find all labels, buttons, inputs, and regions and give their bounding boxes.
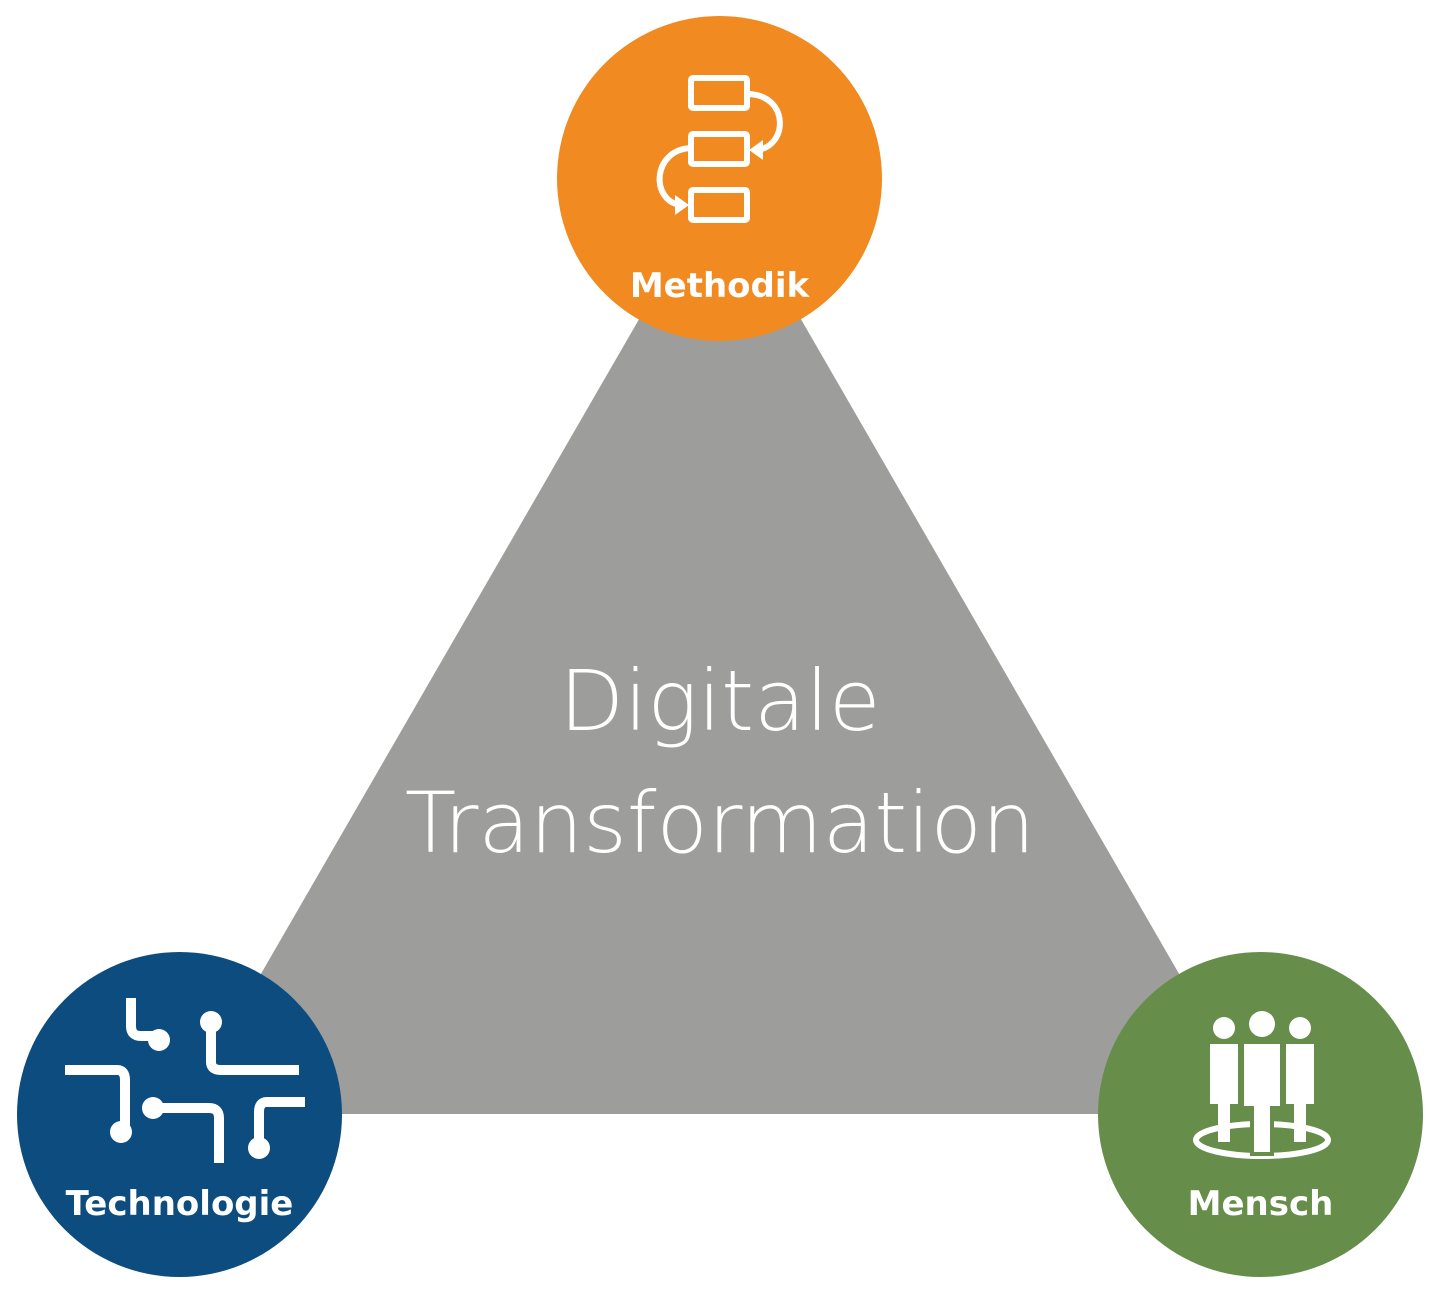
center-title-line-2: Transformation bbox=[404, 774, 1036, 872]
node-label-technologie: Technologie bbox=[65, 1184, 294, 1224]
center-title-line-1: Digitale bbox=[559, 652, 881, 750]
center-title: Digitale Transformation bbox=[320, 640, 1120, 884]
node-technologie: Technologie bbox=[17, 952, 342, 1277]
circuit-icon bbox=[65, 998, 305, 1163]
process-flow-icon bbox=[656, 75, 783, 223]
triangle-fill bbox=[180, 179, 1260, 1114]
people-group-icon bbox=[1193, 1011, 1331, 1159]
node-label-methodik: Methodik bbox=[629, 266, 810, 306]
node-methodik: Methodik bbox=[557, 16, 882, 341]
node-label-mensch: Mensch bbox=[1187, 1184, 1334, 1224]
node-mensch: Mensch bbox=[1098, 952, 1423, 1277]
